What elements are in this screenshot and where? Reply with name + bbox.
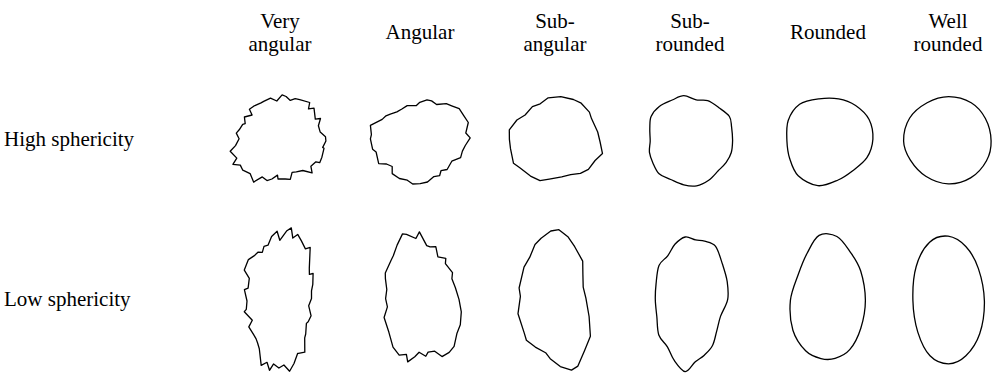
- column-header: Sub-angular: [509, 6, 601, 60]
- grain-outline: [244, 228, 313, 371]
- column-header: Rounded: [782, 6, 874, 60]
- grain-outline: [790, 234, 865, 360]
- roundness-class: Angular: [386, 21, 455, 44]
- grain-outline: [913, 236, 985, 364]
- grain-outline: [370, 100, 470, 184]
- grain-outline: [509, 97, 602, 181]
- column-header: Sub-rounded: [644, 6, 736, 60]
- grain-outline: [230, 95, 326, 182]
- column-header: Very angular: [234, 6, 326, 60]
- roundness-class: Sub-rounded: [644, 10, 736, 56]
- roundness-class: Sub-angular: [509, 10, 601, 56]
- roundness-class: Well rounded: [902, 10, 994, 56]
- grain-outline: [904, 97, 992, 184]
- column-header: Well rounded: [902, 6, 994, 60]
- column-header: Angular: [374, 6, 466, 60]
- roundness-class: Very angular: [234, 10, 326, 56]
- grain-outline: [384, 232, 461, 362]
- grain-outline: [518, 230, 590, 370]
- grain-outline: [787, 98, 873, 186]
- row-label: Low sphericity: [4, 288, 131, 311]
- row-label: High sphericity: [4, 128, 134, 151]
- roundness-class: Rounded: [790, 21, 866, 44]
- grain-outline: [649, 96, 732, 186]
- grain-outline: [655, 237, 728, 372]
